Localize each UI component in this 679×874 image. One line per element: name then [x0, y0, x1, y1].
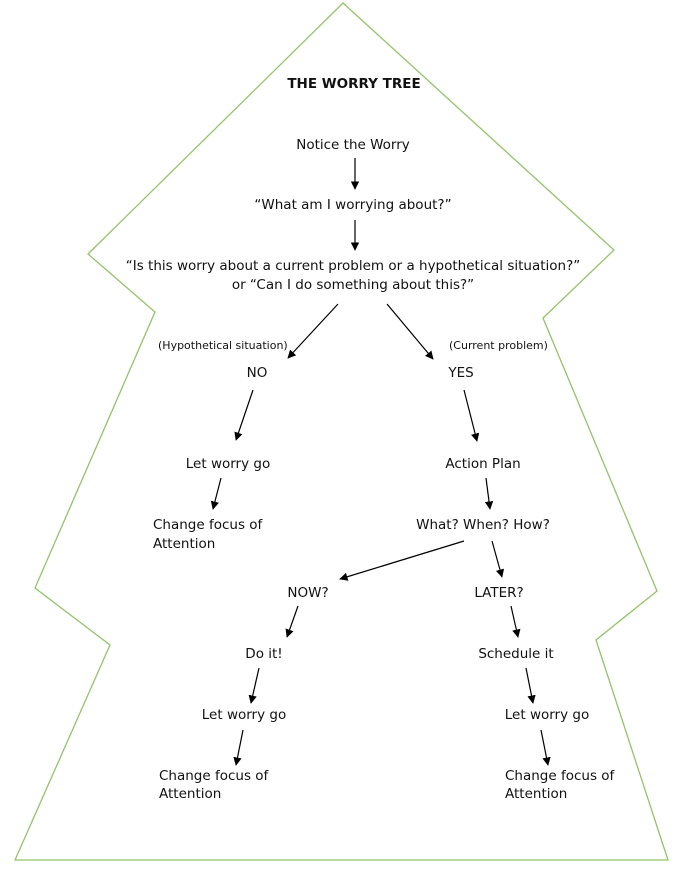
node-change-focus-now-line2: Attention — [159, 786, 222, 802]
node-change-focus-left-line2: Attention — [153, 536, 216, 552]
node-let-worry-go-now: Let worry go — [201, 707, 287, 723]
node-notice-worry: Notice the Worry — [296, 137, 410, 153]
arrow-whatwhenhow-to-now — [339, 540, 465, 581]
arrow-schedule-to-letgo — [525, 667, 536, 704]
node-schedule-it: Schedule it — [478, 646, 554, 662]
node-do-it: Do it! — [245, 646, 283, 662]
diagram-title: THE WORRY TREE — [287, 76, 421, 92]
node-change-focus-later-line1: Change focus of — [505, 768, 615, 784]
arrow-yes-to-actionplan — [463, 389, 480, 442]
node-change-focus-now-line1: Change focus of — [159, 768, 269, 784]
label-current: (Current problem) — [449, 339, 548, 352]
node-no: NO — [246, 365, 268, 381]
label-hypothetical: (Hypothetical situation) — [158, 339, 288, 352]
node-question-line2: or “Can I do something about this?” — [231, 277, 475, 293]
arrow-now-to-doit — [285, 605, 299, 638]
arrow-letgo-now-to-changefocus — [233, 729, 244, 766]
node-change-focus-later-line2: Attention — [505, 786, 568, 802]
node-action-plan: Action Plan — [445, 456, 521, 472]
node-later: LATER? — [474, 585, 524, 601]
node-yes: YES — [448, 365, 474, 381]
node-let-worry-go-later: Let worry go — [504, 707, 590, 723]
node-change-focus-left-line1: Change focus of — [153, 517, 263, 533]
arrow-actionplan-to-whatwhenhow — [484, 477, 494, 510]
node-question-line1: “Is this worry about a current problem o… — [125, 258, 581, 274]
arrow-doit-to-letgo — [248, 667, 260, 704]
arrow-later-to-schedule — [510, 605, 521, 638]
tree-outline — [14, 2, 669, 861]
node-what-when-how: What? When? How? — [416, 517, 550, 533]
arrow-no-to-letgo — [234, 389, 254, 441]
node-what-worrying: “What am I worrying about?” — [254, 197, 452, 213]
arrow-question-to-yes — [386, 303, 434, 360]
node-let-worry-go-left: Let worry go — [185, 456, 271, 472]
arrow-letgo-later-to-changefocus — [540, 729, 551, 766]
arrow-letgo-to-changefocus — [210, 477, 222, 510]
arrow-question-to-no — [287, 303, 339, 359]
arrow-whatwhenhow-to-later — [491, 540, 505, 578]
node-now: NOW? — [287, 585, 329, 601]
